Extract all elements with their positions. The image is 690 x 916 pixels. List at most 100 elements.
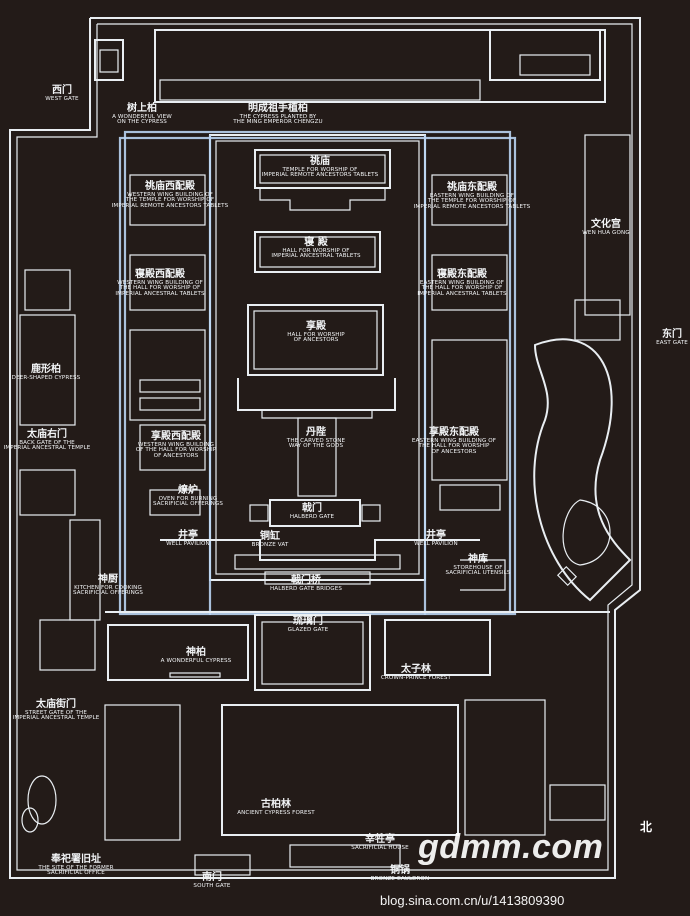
label-english-line: HALBERD GATE BRIDGES (269, 585, 343, 592)
label-english-line: WESTERN WING BUILDING OF (117, 279, 203, 286)
label-chinese: 寝殿东配殿 (437, 269, 487, 280)
label-chinese: 奉祀署旧址 (51, 854, 101, 865)
label-english-line: THE CYPRESS PLANTED BY (239, 113, 317, 120)
label-english-line: A WONDERFUL CYPRESS (160, 657, 232, 664)
label-chinese: 井亭 (425, 530, 446, 541)
label-english-line: SACRIFICIAL OFFERINGS (72, 590, 144, 597)
label-chinese: 享殿 (306, 321, 326, 332)
label-chinese: 宰牲亭 (365, 834, 395, 845)
label-english-line: EASTERN WING BUILDING OF (411, 437, 497, 444)
label-chinese: 寝 殿 (304, 237, 328, 248)
north-marker: 北 (640, 820, 653, 834)
label-chinese: 太庙右门 (27, 429, 67, 440)
label-chinese: 祧庙西配殿 (145, 181, 195, 192)
label-chinese: 铜缸 (259, 531, 280, 542)
south-approach (104, 539, 610, 876)
label-english-line: IMPERIAL REMOTE ANCESTORS TABLETS (261, 172, 379, 179)
label-chinese: 太子林 (401, 664, 431, 675)
label-chinese: 燎炉 (178, 485, 198, 496)
label-chinese: 太庙街门 (36, 699, 76, 710)
label-english-line: GLAZED GATE (287, 626, 329, 633)
label-chinese: 祧庙东配殿 (447, 182, 497, 193)
label-english-line: SACRIFICIAL OFFERINGS (152, 501, 224, 508)
label-chinese: 丹陛 (305, 427, 326, 438)
label-english-line: THE HALL FOR WORSHIP OF (119, 285, 201, 292)
label-english-line: THE TEMPLE FOR WORSHIP OF (125, 197, 215, 204)
label-english-line: HALL FOR WORSHIP OF (282, 247, 350, 254)
label-chinese: 戟门 (302, 503, 322, 514)
label-english-line: IMPERIAL ANCESTRAL TABLETS (417, 291, 507, 298)
label-english-line: SACRIFICIAL OFFICE (47, 870, 105, 877)
label-chinese: 神库 (467, 554, 488, 565)
label-english-line: OF ANCESTORS (153, 453, 199, 460)
label-chinese: 南门 (201, 872, 222, 883)
west-side (19, 269, 101, 833)
label-english-line: WAY OF THE GODS (288, 443, 344, 450)
label-chinese: 古柏林 (261, 799, 291, 810)
east-garden (533, 134, 632, 602)
label-english-line: THE HALL FOR WORSHIP (418, 443, 490, 450)
label-english-line: WESTERN WING BUILDING (137, 441, 215, 448)
label-english-line: DEER-SHAPED CYPRESS (11, 374, 81, 381)
label-english-line: THE TEMPLE FOR WORSHIP OF (427, 198, 517, 205)
central-compound (209, 134, 426, 581)
label-english-line: THE MING EMPEROR CHENGZU (233, 119, 323, 126)
label-chinese: 神厨 (98, 574, 118, 585)
west-wing (129, 174, 206, 516)
label-chinese: 享殿东配殿 (428, 427, 479, 438)
label-english-line: WEN HUA GONG (582, 229, 630, 236)
label-chinese: 神柏 (186, 647, 206, 658)
label-english-line: IMPERIAL ANCESTRAL TEMPLE (3, 445, 91, 452)
label-english-line: TEMPLE FOR WORSHIP OF (282, 166, 358, 173)
label-chinese: 享殿西配殿 (150, 431, 201, 442)
label-chinese: 西门 (51, 85, 72, 96)
label-english-line: STOREHOUSE OF (453, 564, 503, 571)
label-english-line: OVEN FOR BURNING (158, 495, 218, 502)
label-english-line: IMPERIAL REMOTE ANCESTORS TABLETS (111, 203, 229, 210)
label-chinese: 东门 (662, 329, 682, 340)
label-english-line: BRONZE CAULDRON (370, 875, 430, 882)
label-english-line: THE SITE OF THE FORMER (38, 864, 114, 871)
label-english-line: OF ANCESTORS (431, 449, 477, 456)
label-english-line: ON THE CYPRESS (117, 119, 167, 126)
label-english-line: IMPERIAL ANCESTRAL TABLETS (115, 291, 205, 298)
label-english-line: WEST GATE (45, 95, 79, 102)
label-english-line: HALBERD GATE (289, 513, 335, 520)
label-english-line: STREET GATE OF THE (25, 709, 87, 716)
label-english-line: BRONZE VAT (251, 541, 289, 548)
label-chinese: 鹿形柏 (31, 364, 61, 375)
label-english-line: IMPERIAL ANCESTRAL TEMPLE (12, 715, 100, 722)
label-english-line: OF ANCESTORS (293, 337, 339, 344)
watermark-url: blog.sina.com.cn/u/1413809390 (380, 893, 565, 908)
label-english-line: BACK GATE OF THE (19, 439, 75, 446)
label-english-line: IMPERIAL REMOTE ANCESTORS TABLETS (413, 204, 531, 211)
label-english-line: EAST GATE (656, 339, 688, 346)
label-english-line: KITCHEN FOR COOKING (74, 584, 142, 591)
label-english-line: ANCIENT CYPRESS FOREST (237, 809, 315, 816)
